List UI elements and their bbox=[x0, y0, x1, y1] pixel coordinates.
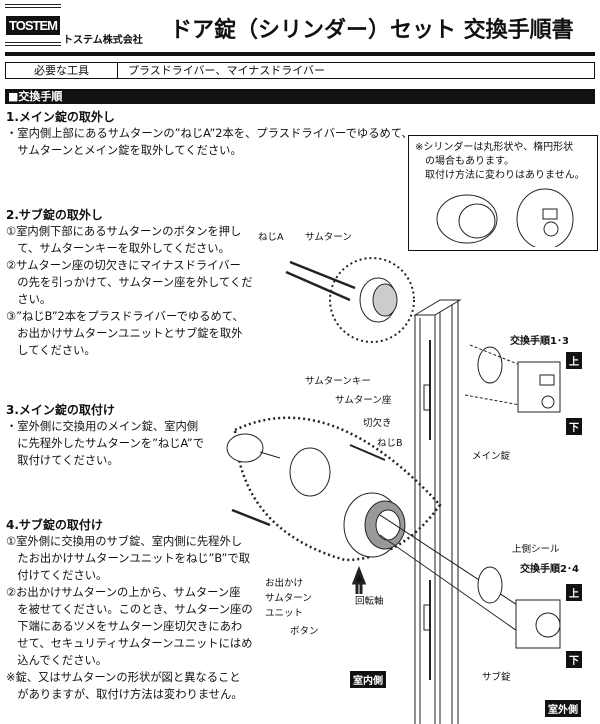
step-text: がありますが、取付け方法は変わりません。 bbox=[6, 688, 243, 701]
section-heading: ■交換手順 bbox=[5, 89, 595, 104]
label-screw-b: ねじB bbox=[377, 438, 403, 449]
note-text: ※シリンダーは丸形状や、楕円形状 bbox=[415, 142, 574, 153]
step-heading: 1.メイン錠の取外し bbox=[6, 110, 115, 124]
step-2: 2.サブ錠の取外し ①室内側下部にあるサムターンのボタンを押し て、サムターンキ… bbox=[6, 206, 253, 359]
note-text: 取付け方法に変わりはありません。 bbox=[415, 170, 585, 181]
step-text: ※錠、又はサムターンの形状が図と異なること bbox=[6, 671, 241, 684]
badge-up: 上 bbox=[566, 584, 582, 601]
step-text: 付けてください。 bbox=[6, 569, 108, 582]
step-text: 取付けてください。 bbox=[6, 454, 119, 467]
step-4: 4.サブ錠の取付け ①室外側に交換用のサブ錠、室内側に先程外し たお出かけサムタ… bbox=[6, 516, 253, 703]
label-thumbturn-key: サムターンキー bbox=[305, 376, 371, 387]
label-thumbturn-seat: サムターン座 bbox=[335, 395, 392, 406]
label-step-1-3: 交換手順1･3 bbox=[510, 336, 569, 347]
label-screw-a: ねじA bbox=[258, 232, 284, 243]
badge-down: 下 bbox=[566, 418, 582, 435]
label-rotation-axis: 回転軸 bbox=[355, 596, 384, 607]
step-text: さい。 bbox=[6, 293, 52, 306]
step-text: たお出かけサムターンユニットをねじ”B”で取 bbox=[6, 552, 250, 565]
step-text: ②サムターン座の切欠きにマイナスドライバー bbox=[6, 259, 241, 272]
label-step-2-4: 交換手順2･4 bbox=[520, 564, 579, 575]
badge-down: 下 bbox=[566, 651, 582, 668]
step-1: 1.メイン錠の取外し ・室内側上部にあるサムターンの”ねじA”2本を、プラスドラ… bbox=[6, 108, 413, 159]
step-text: サムターンとメイン錠を取外してください。 bbox=[6, 144, 242, 157]
cylinder-note-box: ※シリンダーは丸形状や、楕円形状 の場合もあります。 取付け方法に変わりはありま… bbox=[408, 135, 598, 251]
label-thumbturn: サムターン bbox=[305, 232, 352, 243]
logo-text: TOSTEM bbox=[6, 15, 60, 35]
step-text: してください。 bbox=[6, 344, 96, 357]
step-3: 3.メイン錠の取付け ・室外側に交換用のメイン錠、室内側 に先程外したサムターン… bbox=[6, 401, 204, 469]
label-sub-lock: サブ錠 bbox=[482, 672, 511, 683]
badge-up: 上 bbox=[566, 352, 582, 369]
step-text: 込んでください。 bbox=[6, 654, 108, 667]
step-text: ①室内側下部にあるサムターンのボタンを押し bbox=[6, 225, 242, 238]
label-button: ボタン bbox=[290, 626, 319, 637]
step-text: て、サムターンキーを取外してください。 bbox=[6, 242, 230, 255]
step-text: ①室外側に交換用のサブ錠、室内側に先程外し bbox=[6, 535, 243, 548]
label-outing-thumbturn-unit: お出かけ サムターン ユニット bbox=[265, 576, 312, 621]
label-line: ユニット bbox=[265, 608, 304, 619]
step-text: に先程外したサムターンを”ねじA”で bbox=[6, 437, 204, 450]
step-text: 下端にあるツメをサムターン座切欠きにあわ bbox=[6, 620, 243, 633]
label-line: お出かけ bbox=[265, 578, 304, 589]
step-text: ・室内側上部にあるサムターンの”ねじA”2本を、プラスドライバーでゆるめて、 bbox=[6, 127, 413, 140]
tools-value: プラスドライバー、マイナスドライバー bbox=[128, 64, 326, 77]
tools-table: 必要な工具 プラスドライバー、マイナスドライバー bbox=[5, 62, 595, 79]
label-line: サムターン bbox=[265, 593, 312, 604]
step-text: せて、セキュリティサムターンユニットにはめ bbox=[6, 637, 253, 650]
step-heading: 2.サブ錠の取外し bbox=[6, 208, 103, 222]
badge-indoor: 室内側 bbox=[350, 671, 386, 688]
title-rule bbox=[5, 52, 595, 56]
page-title: ドア錠（シリンダー）セット 交換手順書 bbox=[170, 18, 574, 43]
label-notch: 切欠き bbox=[363, 418, 392, 429]
label-top-seal: 上側シール bbox=[512, 544, 560, 555]
step-heading: 3.メイン錠の取付け bbox=[6, 403, 115, 417]
step-heading: 4.サブ錠の取付け bbox=[6, 518, 103, 532]
label-main-lock: メイン錠 bbox=[472, 451, 511, 462]
tools-label: 必要な工具 bbox=[6, 63, 118, 78]
step-text: を被せてください。このとき、サムターン座の bbox=[6, 603, 253, 616]
badge-outdoor: 室外側 bbox=[545, 700, 581, 717]
step-text: ・室外側に交換用のメイン錠、室内側 bbox=[6, 420, 199, 433]
step-text: お出かけサムターンユニットとサブ錠を取外 bbox=[6, 327, 243, 340]
cylinder-illustration bbox=[436, 188, 574, 250]
tostem-logo: TOSTEM bbox=[5, 4, 61, 46]
step-text: ②お出かけサムターンの上から、サムターン座 bbox=[6, 586, 241, 599]
step-text: の先を引っかけて、サムターン座を外してくだ bbox=[6, 276, 253, 289]
company-name: トステム株式会社 bbox=[63, 35, 143, 46]
step-text: ③”ねじB”2本をプラスドライバーでゆるめて、 bbox=[6, 310, 244, 323]
note-text: の場合もあります。 bbox=[415, 156, 514, 167]
